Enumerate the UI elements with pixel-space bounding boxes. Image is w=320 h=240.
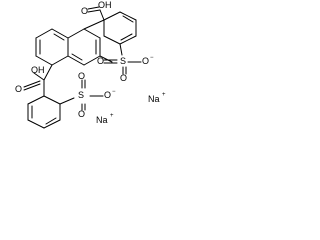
lower-acid-oh-label: OH [31, 65, 45, 75]
lower-minus-charge: − [112, 89, 116, 95]
sodium-ion-2-label: Na [96, 115, 108, 125]
upper-acid-oh-label: OH [98, 0, 112, 10]
lower-sulfonate-o2-label: O [78, 109, 86, 119]
lower-sulfonate-o-minus-label: O [104, 90, 112, 100]
sodium-ion-2-charge: + [110, 113, 114, 119]
upper-substituent-bonds [83, 6, 142, 75]
lower-acid-o-label: O [15, 84, 23, 94]
naphthalene-right-ring [67, 28, 101, 66]
lower-sulfonate-s-label: S [78, 90, 85, 100]
naphthalene-left-ring [35, 28, 69, 66]
upper-sulfonate-s-label: S [120, 56, 127, 66]
upper-acid-o-label: O [81, 6, 89, 16]
upper-sulfonate-o1-label: O [97, 56, 105, 66]
structure-diagram [23, 6, 142, 129]
lower-substituent-bonds [23, 64, 104, 129]
lower-sulfonate-o1-label: O [78, 71, 86, 81]
sodium-ion-1-charge: + [162, 92, 166, 98]
sodium-ion-1-label: Na [148, 94, 160, 104]
upper-sulfonate-o-label: O [120, 73, 128, 83]
upper-sulfonate-o-minus-label: O [142, 56, 150, 66]
methyl-bond [99, 55, 113, 63]
upper-minus-charge: − [150, 55, 154, 61]
